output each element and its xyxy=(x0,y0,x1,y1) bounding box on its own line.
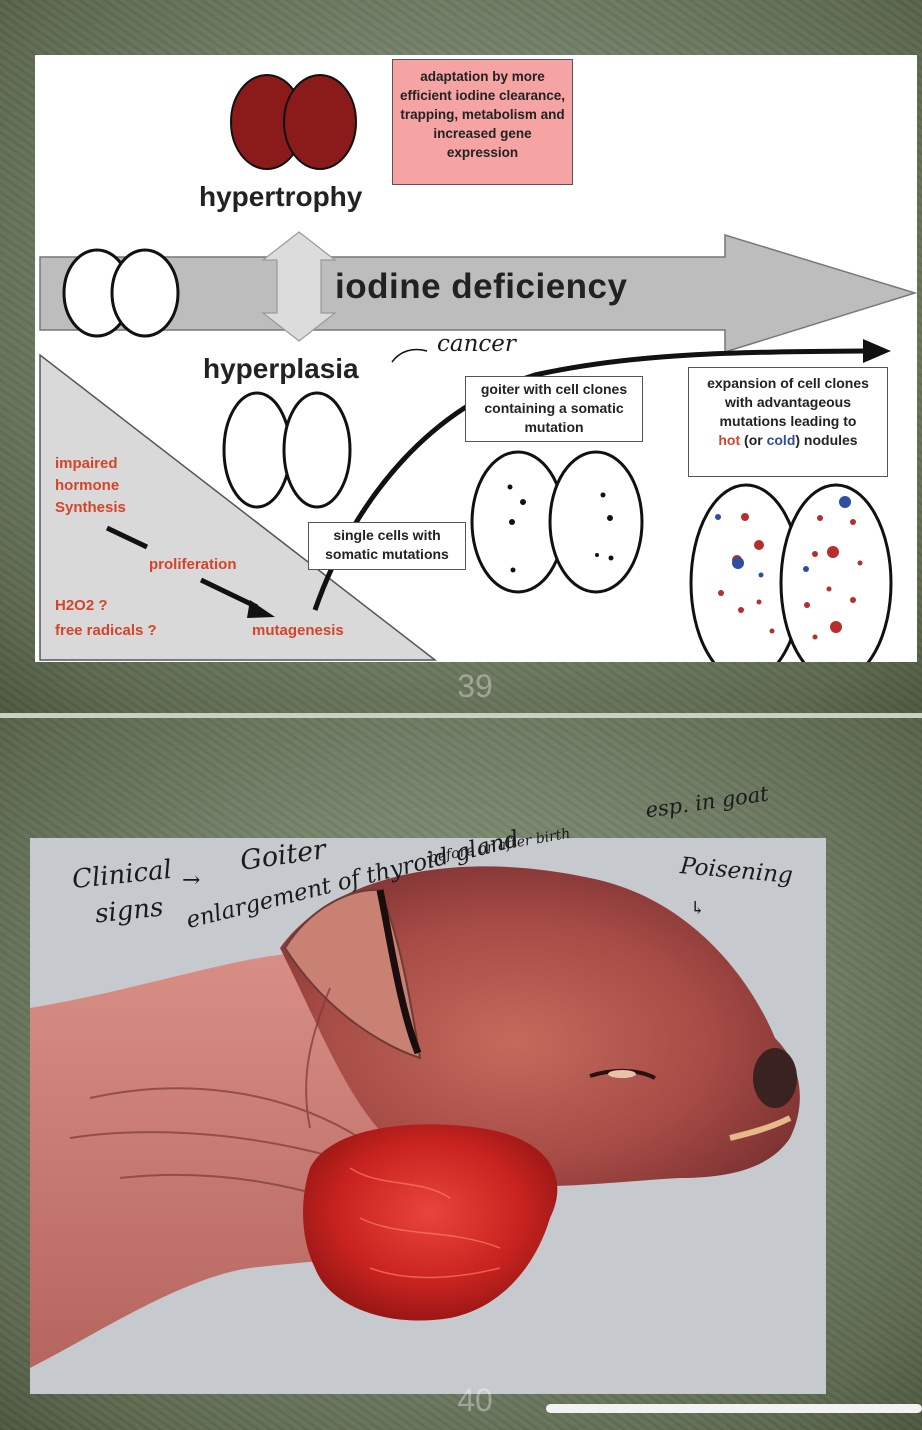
note-arrow: → xyxy=(182,868,201,893)
goiter-clones-box: goiter with cell clones containing a som… xyxy=(465,376,643,442)
goiter-texture xyxy=(349,1167,501,1279)
hypertrophy-label: hypertrophy xyxy=(199,181,363,212)
double-arrow xyxy=(261,231,337,342)
proliferation-label: proliferation xyxy=(149,556,237,573)
calf-head xyxy=(280,866,800,1187)
hypertrophy-lobe-right xyxy=(283,74,357,170)
hyperplasia-lobe-right xyxy=(282,391,352,509)
calf-nose xyxy=(753,1048,797,1108)
impaired-synthesis-label: impaired hormone Synthesis xyxy=(55,455,126,516)
nodule-lobe-right xyxy=(779,483,893,662)
nodules-label: ) nodules xyxy=(795,432,858,448)
horizontal-scrollbar[interactable] xyxy=(546,1404,922,1413)
mutation-dots xyxy=(507,484,614,573)
cold-label: cold xyxy=(766,432,796,448)
normal-lobe-right xyxy=(110,248,180,338)
ear-shadow xyxy=(376,889,422,1055)
expansion-text: expansion of cell clones with advantageo… xyxy=(707,375,869,429)
hot-cold-nodules xyxy=(715,496,863,640)
free-radicals-label: free radicals ? xyxy=(55,622,157,639)
arrow-to-mutagenesis xyxy=(199,577,259,610)
mutagenesis-label: mutagenesis xyxy=(252,622,344,639)
goiter-lobe-right xyxy=(548,450,644,594)
slide-number-39: 39 xyxy=(457,668,493,704)
eye-lid xyxy=(608,1070,636,1078)
or-label: (or xyxy=(744,432,763,448)
note-goat: esp. in goat xyxy=(643,781,771,823)
progression-arrowhead xyxy=(863,339,891,363)
h2o2-label: H2O2 ? xyxy=(55,597,108,614)
adaptation-box: adaptation by more efficient iodine clea… xyxy=(392,59,573,185)
hyperplasia-lobe-left xyxy=(222,391,292,509)
goiter-pathogenesis-diagram: adaptation by more efficient iodine clea… xyxy=(35,55,917,662)
slide-divider xyxy=(0,713,922,719)
calf-illustration xyxy=(30,866,800,1368)
cancer-hand-arrow xyxy=(391,348,428,363)
cancer-note: cancer xyxy=(437,331,516,357)
slide-40: Clinical signs → Goiter enlargement of t… xyxy=(0,718,922,1430)
calf-mouth xyxy=(729,1115,792,1141)
arrow-to-proliferation xyxy=(105,525,149,550)
single-cells-box: single cells with somatic mutations xyxy=(308,522,466,570)
mutagenesis-arrowhead xyxy=(247,600,275,618)
process-triangle xyxy=(39,353,438,661)
expansion-box: expansion of cell clones with advantageo… xyxy=(688,367,888,477)
iodine-arrow xyxy=(311,233,917,354)
progression-curve xyxy=(312,348,866,611)
hyperplasia-label: hyperplasia xyxy=(203,353,359,384)
goiter-mass xyxy=(303,1124,558,1321)
slide-39: adaptation by more efficient iodine clea… xyxy=(0,0,922,715)
diagram-graphics xyxy=(39,74,917,662)
goiter-calf-photo xyxy=(30,838,826,1394)
iodine-deficiency-label: iodine deficiency xyxy=(335,267,628,306)
hot-label: hot xyxy=(718,432,741,448)
note-poisoning-arrow: ↳ xyxy=(690,898,706,919)
slide-number-40: 40 xyxy=(457,1382,493,1418)
